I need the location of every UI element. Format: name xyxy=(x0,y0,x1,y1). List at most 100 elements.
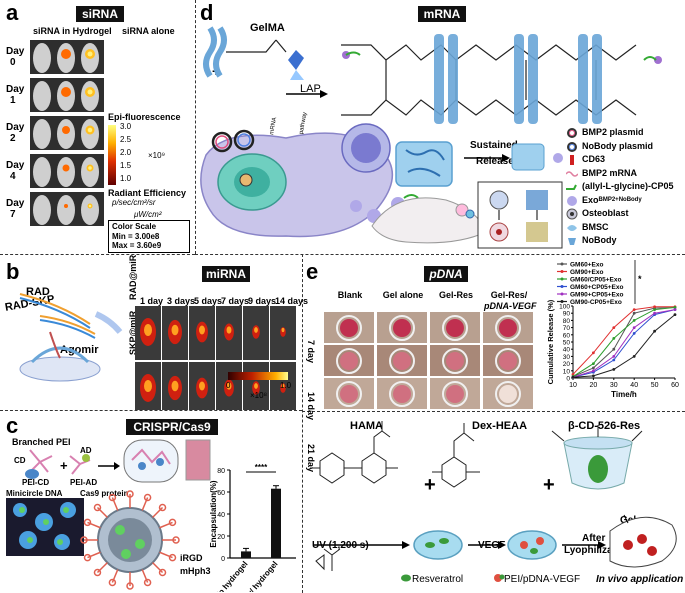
colorbar-tick: 2.0 xyxy=(120,148,132,157)
mouse xyxy=(57,195,75,225)
y-tick-label: 0 xyxy=(221,556,225,563)
colorbar-title: Epi-fluorescence xyxy=(108,112,181,122)
panel-b-tag: miRNA xyxy=(202,266,250,282)
data-point xyxy=(612,367,616,371)
bmsc-icon xyxy=(566,221,578,233)
gelma-label: GelMA xyxy=(250,22,285,34)
panel-c-graphics: + xyxy=(6,439,211,590)
panel-e-photos xyxy=(324,312,533,409)
divider-e-inner xyxy=(302,411,685,412)
data-point xyxy=(571,373,575,376)
data-point xyxy=(612,355,616,358)
divider-bc-e xyxy=(302,254,303,593)
time-label: 7 days xyxy=(221,296,250,306)
mouse xyxy=(81,195,99,225)
plus-e2: + xyxy=(543,474,555,496)
x-category-label: w/o hydrogel xyxy=(210,560,249,592)
legend-label: GM90-CP05+Exo xyxy=(570,299,622,306)
signal-spot xyxy=(64,204,68,208)
mhph3-label: mHph3 xyxy=(180,566,211,576)
panel-d-graphics xyxy=(200,26,662,249)
svg-text:+: + xyxy=(60,458,68,473)
wound xyxy=(446,385,464,403)
colorbar-a xyxy=(108,125,116,185)
column-label: Gel alone xyxy=(382,290,424,300)
sustained-label: Sustained xyxy=(470,140,518,151)
data-point xyxy=(653,308,656,311)
cb-b-max: 1.0 xyxy=(280,381,292,390)
resveratrol-label: Resveratrol xyxy=(412,574,464,585)
panel-b-letter: b xyxy=(6,259,20,284)
data-point xyxy=(653,305,656,309)
mouse xyxy=(33,157,51,187)
release-label: Release xyxy=(476,156,514,167)
legend-item-nobody: NoBody xyxy=(566,234,617,246)
data-point xyxy=(632,319,636,322)
series-line xyxy=(572,314,676,378)
scale-max: Max = 3.60e9 xyxy=(112,241,162,250)
panel-a-letter: a xyxy=(6,0,19,25)
significance-star: * xyxy=(638,274,642,284)
data-point xyxy=(632,331,636,335)
data-point xyxy=(673,313,677,317)
day-number: 4 xyxy=(10,171,16,182)
pei-cd-label: PEI-CD xyxy=(22,478,50,487)
panel-d-letter: d xyxy=(200,0,214,25)
squiggle-icon xyxy=(565,167,579,179)
series-line xyxy=(572,306,675,375)
mouse xyxy=(81,157,99,187)
panel-e-chemistry xyxy=(310,421,677,582)
time-label: 9 days xyxy=(248,296,277,306)
panel-c-tag: CRISPR/Cas9 xyxy=(126,419,218,435)
dex-heaa-label: Dex-HEAA xyxy=(472,420,528,432)
legend-item-ring-blue: NoBody plasmid xyxy=(566,140,653,152)
divider-d-e xyxy=(195,254,685,255)
mouse xyxy=(33,81,51,111)
y-tick-label: 80 xyxy=(563,318,571,325)
mouse xyxy=(33,119,51,149)
data-point xyxy=(632,308,636,311)
data-point xyxy=(592,374,595,378)
time-label: 14 days xyxy=(275,296,309,306)
data-point xyxy=(612,358,616,362)
wound xyxy=(499,319,517,337)
x-axis-label: Time/h xyxy=(611,390,637,399)
wound xyxy=(499,385,517,403)
lap-label: LAP xyxy=(300,83,321,95)
legend-label: Osteoblast xyxy=(582,208,629,218)
cd-label: CD xyxy=(14,456,26,465)
unit-1: p/sec/cm²/sr xyxy=(112,198,156,207)
panel-c-letter: c xyxy=(6,413,19,438)
legend-label: GM60+CP05+Exo xyxy=(570,284,624,291)
y-tick-label: 60 xyxy=(217,490,225,497)
legend-item-ring-pink: BMP2 plasmid xyxy=(566,126,644,138)
divider-a-b xyxy=(0,254,195,255)
series-line xyxy=(572,309,676,378)
plus-e1: + xyxy=(424,474,436,496)
color-scale-box: Color Scale Min = 3.00e8 Max = 3.60e9 xyxy=(108,220,190,253)
data-point xyxy=(632,311,636,315)
wound xyxy=(340,352,358,370)
green-hook-icon xyxy=(566,180,578,192)
divider-a-d xyxy=(195,0,196,254)
day-label: Day xyxy=(6,122,25,133)
colorbar-tick: 1.5 xyxy=(120,161,132,170)
mouse xyxy=(33,43,51,73)
legend-label: GM90+Exo xyxy=(570,269,603,276)
x-tick-label: 60 xyxy=(671,382,679,389)
day-label: Day xyxy=(6,160,25,171)
day-number: 0 xyxy=(10,57,16,68)
legend-label: GM60+Exo xyxy=(570,262,603,269)
wound xyxy=(393,319,411,337)
legend-label: GM90+CP05+Exo xyxy=(570,292,624,299)
panel-d-tag: mRNA xyxy=(418,6,466,22)
wound xyxy=(393,385,411,403)
legend-label: BMP2 mRNA xyxy=(582,167,638,178)
day-label: Day xyxy=(6,84,25,95)
signal-spot xyxy=(61,87,71,97)
branched-pei: Branched PEI xyxy=(12,437,71,447)
cb-b-min: 0 xyxy=(226,381,231,390)
bar xyxy=(271,488,281,558)
